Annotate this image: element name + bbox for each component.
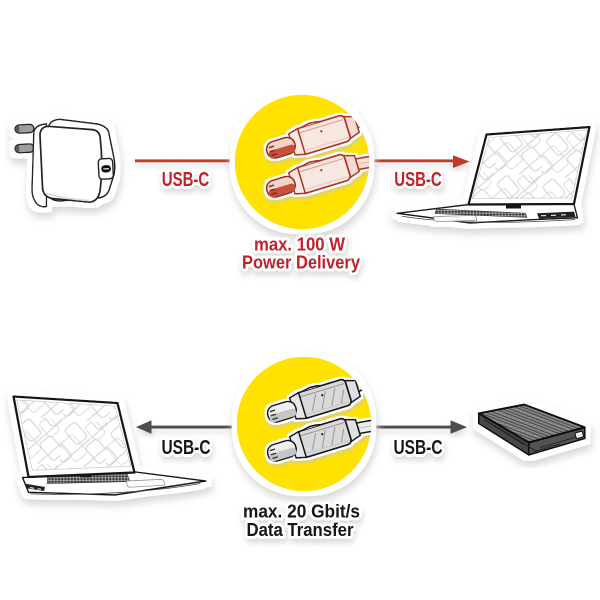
svg-text:USB-C: USB-C (394, 169, 442, 191)
svg-text:max. 100 W: max. 100 W (254, 235, 345, 255)
svg-text:Power Delivery: Power Delivery (242, 253, 360, 273)
svg-text:USB-C: USB-C (162, 437, 211, 459)
svg-text:Data Transfer: Data Transfer (247, 520, 354, 540)
svg-text:max. 20 Gbit/s: max. 20 Gbit/s (243, 501, 360, 521)
svg-text:USB-C: USB-C (394, 437, 443, 459)
svg-text:USB-C: USB-C (162, 169, 210, 191)
